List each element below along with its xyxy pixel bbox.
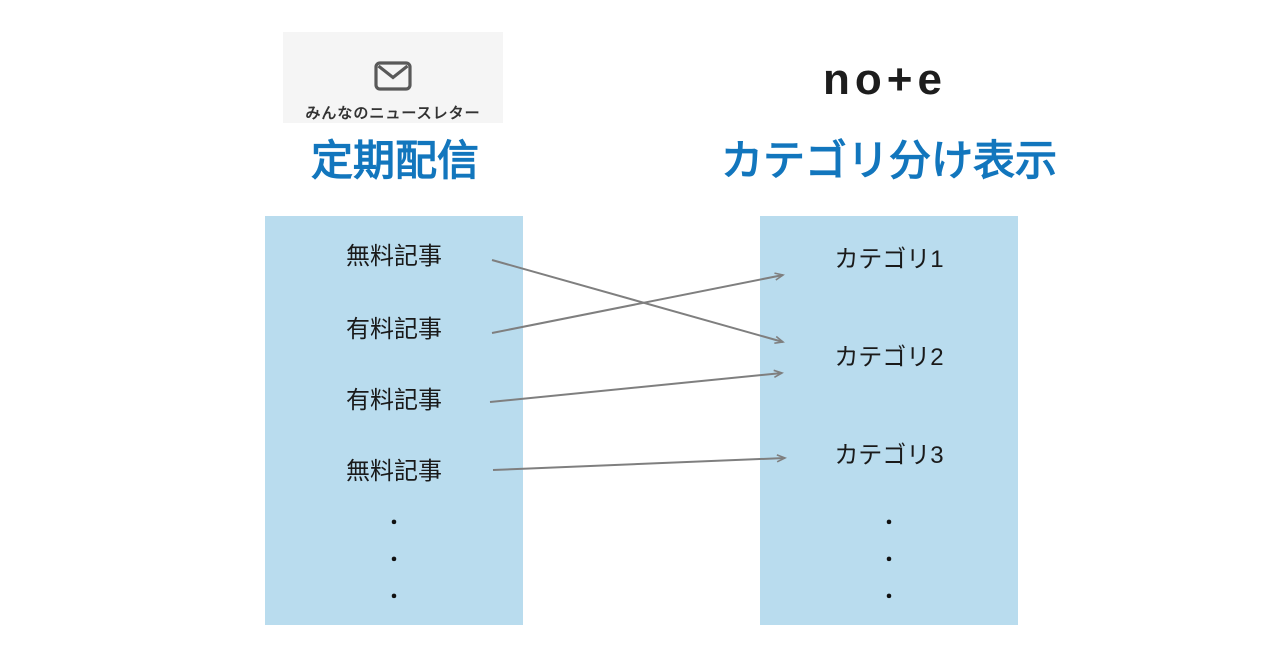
arrow-free-article-1-to-category-2 xyxy=(491,259,785,344)
left-articles-box: 無料記事 有料記事 有料記事 無料記事 ・ ・ ・ xyxy=(265,216,523,625)
envelope-icon xyxy=(374,61,412,91)
newsletter-logo-label: みんなのニュースレター xyxy=(305,105,481,122)
article-item-free-2: 無料記事 xyxy=(346,458,442,485)
arrow-paid-article-2-to-category-2 xyxy=(489,369,784,403)
right-heading: カテゴリ分け表示 xyxy=(720,137,1057,184)
ellipsis-dot: ・ xyxy=(385,587,403,607)
ellipsis-dot: ・ xyxy=(880,587,898,607)
article-item-free-1: 無料記事 xyxy=(346,243,442,270)
newsletter-logo: みんなのニュースレター xyxy=(283,32,503,123)
ellipsis-dot: ・ xyxy=(385,513,403,533)
article-item-paid-1: 有料記事 xyxy=(346,316,442,343)
ellipsis-dot: ・ xyxy=(385,550,403,570)
article-item-paid-2: 有料記事 xyxy=(346,387,442,414)
category-item-2: カテゴリ2 xyxy=(834,344,944,371)
category-item-1: カテゴリ1 xyxy=(834,246,944,273)
note-logo: no+e xyxy=(823,55,947,104)
category-item-3: カテゴリ3 xyxy=(834,442,944,469)
ellipsis-dot: ・ xyxy=(880,513,898,533)
left-heading: 定期配信 xyxy=(310,137,479,184)
right-categories-box: カテゴリ1 カテゴリ2 カテゴリ3 ・ ・ ・ xyxy=(760,216,1018,625)
ellipsis-dot: ・ xyxy=(880,550,898,570)
arrow-paid-article-1-to-category-1 xyxy=(491,272,785,334)
arrow-free-article-2-to-category-3 xyxy=(492,454,787,471)
